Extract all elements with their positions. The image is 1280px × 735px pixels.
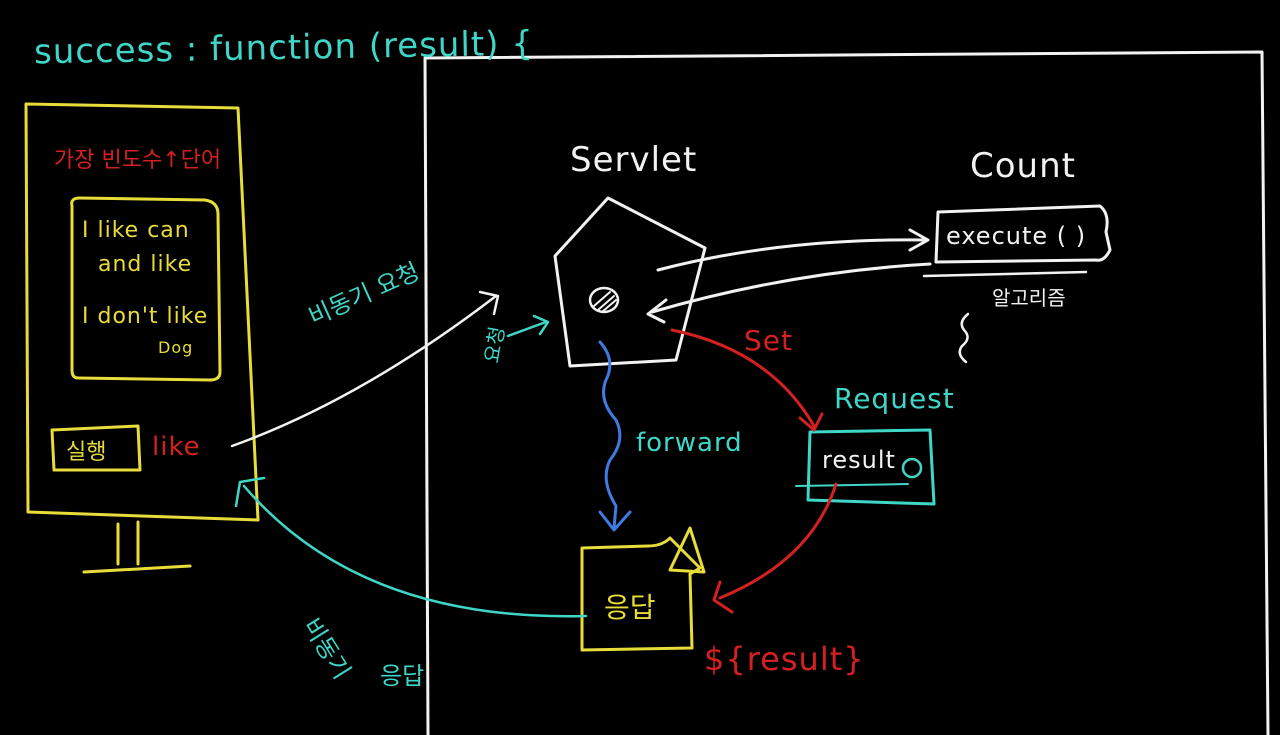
execute-box [934,204,1112,264]
arrow-servlet-to-count [656,228,930,272]
request-box-underline [795,483,909,487]
servlet-label: Servlet [570,140,698,180]
arrow-async-response [234,476,588,618]
run-button[interactable]: 실행 [66,440,107,465]
result-expression: ${result} [704,640,865,678]
monitor-heading: 가장 빈도수↑단어 [54,148,222,173]
arrow-forward [598,340,632,532]
textbox-line-1: I like can [82,218,190,243]
monitor-frame [24,102,260,522]
monitor-stand [82,520,192,574]
request-result-attribute: result [822,446,896,474]
arrow-request-to-response [712,482,838,614]
algorithm-bracket [958,312,970,364]
textbox-line-2: and like [98,252,193,277]
arrow-request [506,314,550,338]
response-document [580,536,702,652]
forward-label: forward [636,428,743,458]
search-input-value: like [152,432,201,462]
set-label: Set [744,324,793,357]
result-value-icon [901,457,923,479]
textbox-line-4: Dog [158,338,194,357]
request-box [806,428,936,506]
textbox-frame [70,196,222,382]
async-response-label-2: 응답 [380,662,425,690]
algorithm-note: 알고리즘 [992,286,1066,310]
execute-box-underline [922,270,1088,278]
servlet-shape [553,196,707,368]
textbox-line-3: I don't like [82,304,209,329]
execute-label: execute ( ) [946,222,1087,250]
servlet-core-icon [588,286,620,314]
servlet-core-scribble [593,291,617,313]
server-boundary [423,50,1270,735]
response-label: 응답 [604,591,656,624]
request-object-label: Request [834,382,955,415]
run-button-frame [50,424,142,472]
response-document-fold [668,526,706,574]
arrow-set [670,328,824,432]
arrow-count-to-servlet [646,262,932,324]
count-label: Count [970,146,1076,186]
arrow-async-request [230,290,500,448]
